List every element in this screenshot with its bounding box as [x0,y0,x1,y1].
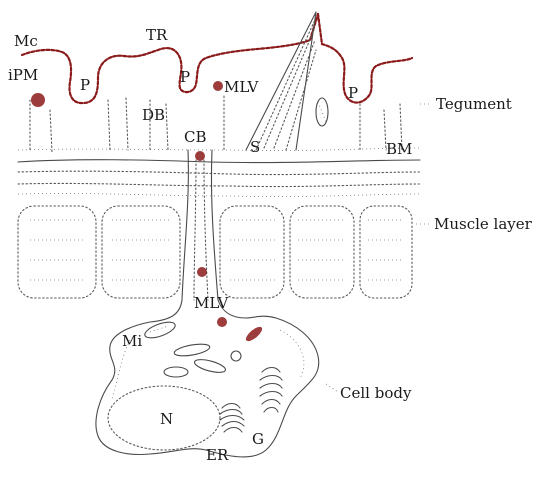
golgi [260,368,282,413]
label-db: DB [142,106,165,124]
vesicle-outline [231,351,241,361]
ipm-body [31,93,45,107]
vesicle [217,317,227,327]
vesicle [197,267,207,277]
vesicle [195,151,205,161]
basal-band-1 [18,171,420,174]
apical-membrane [22,14,318,103]
cytoplasmic-bridge-inner [194,160,208,300]
cell-body-leader [326,384,338,392]
basal-band-4 [18,193,420,196]
label-muscle-layer: Muscle layer [434,215,533,233]
label-cell-body: Cell body [340,384,412,402]
label-er: ER [206,446,229,464]
label-s: S [250,138,260,156]
label-mlv-top: MLV [224,78,260,96]
muscle-layer [18,206,412,298]
vesicle [244,325,264,344]
label-p-3: P [348,84,358,102]
label-mlv-mid: MLV [194,294,230,312]
cytoplasmic-bridge-right [211,150,246,318]
label-bm: BM [386,140,412,158]
distal-connections [30,96,402,152]
label-p-2: P [180,68,190,86]
cytoplasmic-bridge [150,150,188,322]
label-g: G [252,430,264,448]
endoplasmic-reticulum [220,404,244,433]
label-n: N [160,410,173,428]
label-mc: Mc [14,32,38,50]
label-tr: TR [146,26,168,44]
label-tegument: Tegument [436,95,512,113]
basal-band-2 [18,183,420,186]
label-mi: Mi [122,332,142,350]
muscle-block [18,206,96,298]
muscle-block [360,206,412,298]
vesicle [213,81,223,91]
apical-membrane-right [318,14,412,103]
mitochondria [143,98,328,377]
label-p-1: P [80,76,90,94]
label-cb: CB [184,128,207,146]
basal-membrane [18,160,420,163]
muscle-stipple [30,220,404,280]
label-ipm: iPM [8,66,38,84]
